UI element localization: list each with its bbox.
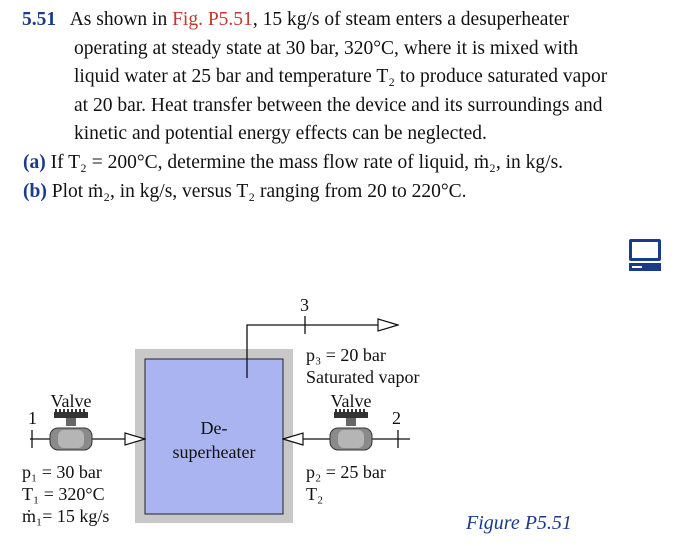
problem-paragraph: 5.51 As shown in Fig. P5.51, 15 kg/s of … bbox=[12, 6, 622, 149]
p2-label: p₂ = 25 bar bbox=[306, 462, 386, 482]
valve-icon bbox=[49, 409, 93, 451]
computer-monitor-icon[interactable] bbox=[628, 238, 662, 277]
valve-icon bbox=[329, 409, 373, 451]
t1-label: T₁ = 320°C bbox=[22, 484, 105, 504]
m1-label: ṁ₁= 15 kg/s bbox=[22, 506, 109, 526]
device-label-1: De- bbox=[201, 418, 228, 438]
valve-left-label: Valve bbox=[51, 391, 92, 411]
state-3-label: 3 bbox=[300, 295, 309, 315]
problem-text: 5.51 As shown in Fig. P5.51, 15 kg/s of … bbox=[12, 6, 622, 206]
device-label-2: superheater bbox=[173, 442, 256, 462]
intro-start: As shown in bbox=[69, 9, 173, 30]
state-2-label: 2 bbox=[392, 408, 401, 428]
figure-caption: Figure P5.51 bbox=[466, 512, 572, 534]
t2-label: T₂ bbox=[306, 484, 323, 504]
desuperheater-vessel bbox=[144, 358, 284, 515]
part-b-label: (b) bbox=[23, 180, 47, 202]
part-b: (b) Plot ṁ₂, in kg/s, versus T₂ ranging … bbox=[12, 178, 622, 207]
outlet-3-line bbox=[246, 325, 398, 378]
part-a-text: If T₂ = 200°C, determine the mass flow r… bbox=[50, 151, 564, 173]
part-a: (a) If T₂ = 200°C, determine the mass fl… bbox=[12, 149, 622, 178]
p1-label: p₁ = 30 bar bbox=[22, 462, 102, 482]
part-a-label: (a) bbox=[23, 151, 46, 173]
p3-label: p₃ = 20 bar bbox=[306, 345, 386, 365]
part-b-text: Plot ṁ₂, in kg/s, versus T₂ ranging from… bbox=[51, 180, 467, 202]
valve-right-label: Valve bbox=[331, 391, 372, 411]
state-1-label: 1 bbox=[28, 408, 37, 428]
figure-reference-link[interactable]: Fig. P5.51 bbox=[172, 9, 253, 30]
problem-number: 5.51 bbox=[22, 9, 57, 30]
intro-body: , 15 kg/s of steam enters a desuperheate… bbox=[74, 9, 608, 145]
saturated-vapor-label: Saturated vapor bbox=[306, 367, 419, 387]
